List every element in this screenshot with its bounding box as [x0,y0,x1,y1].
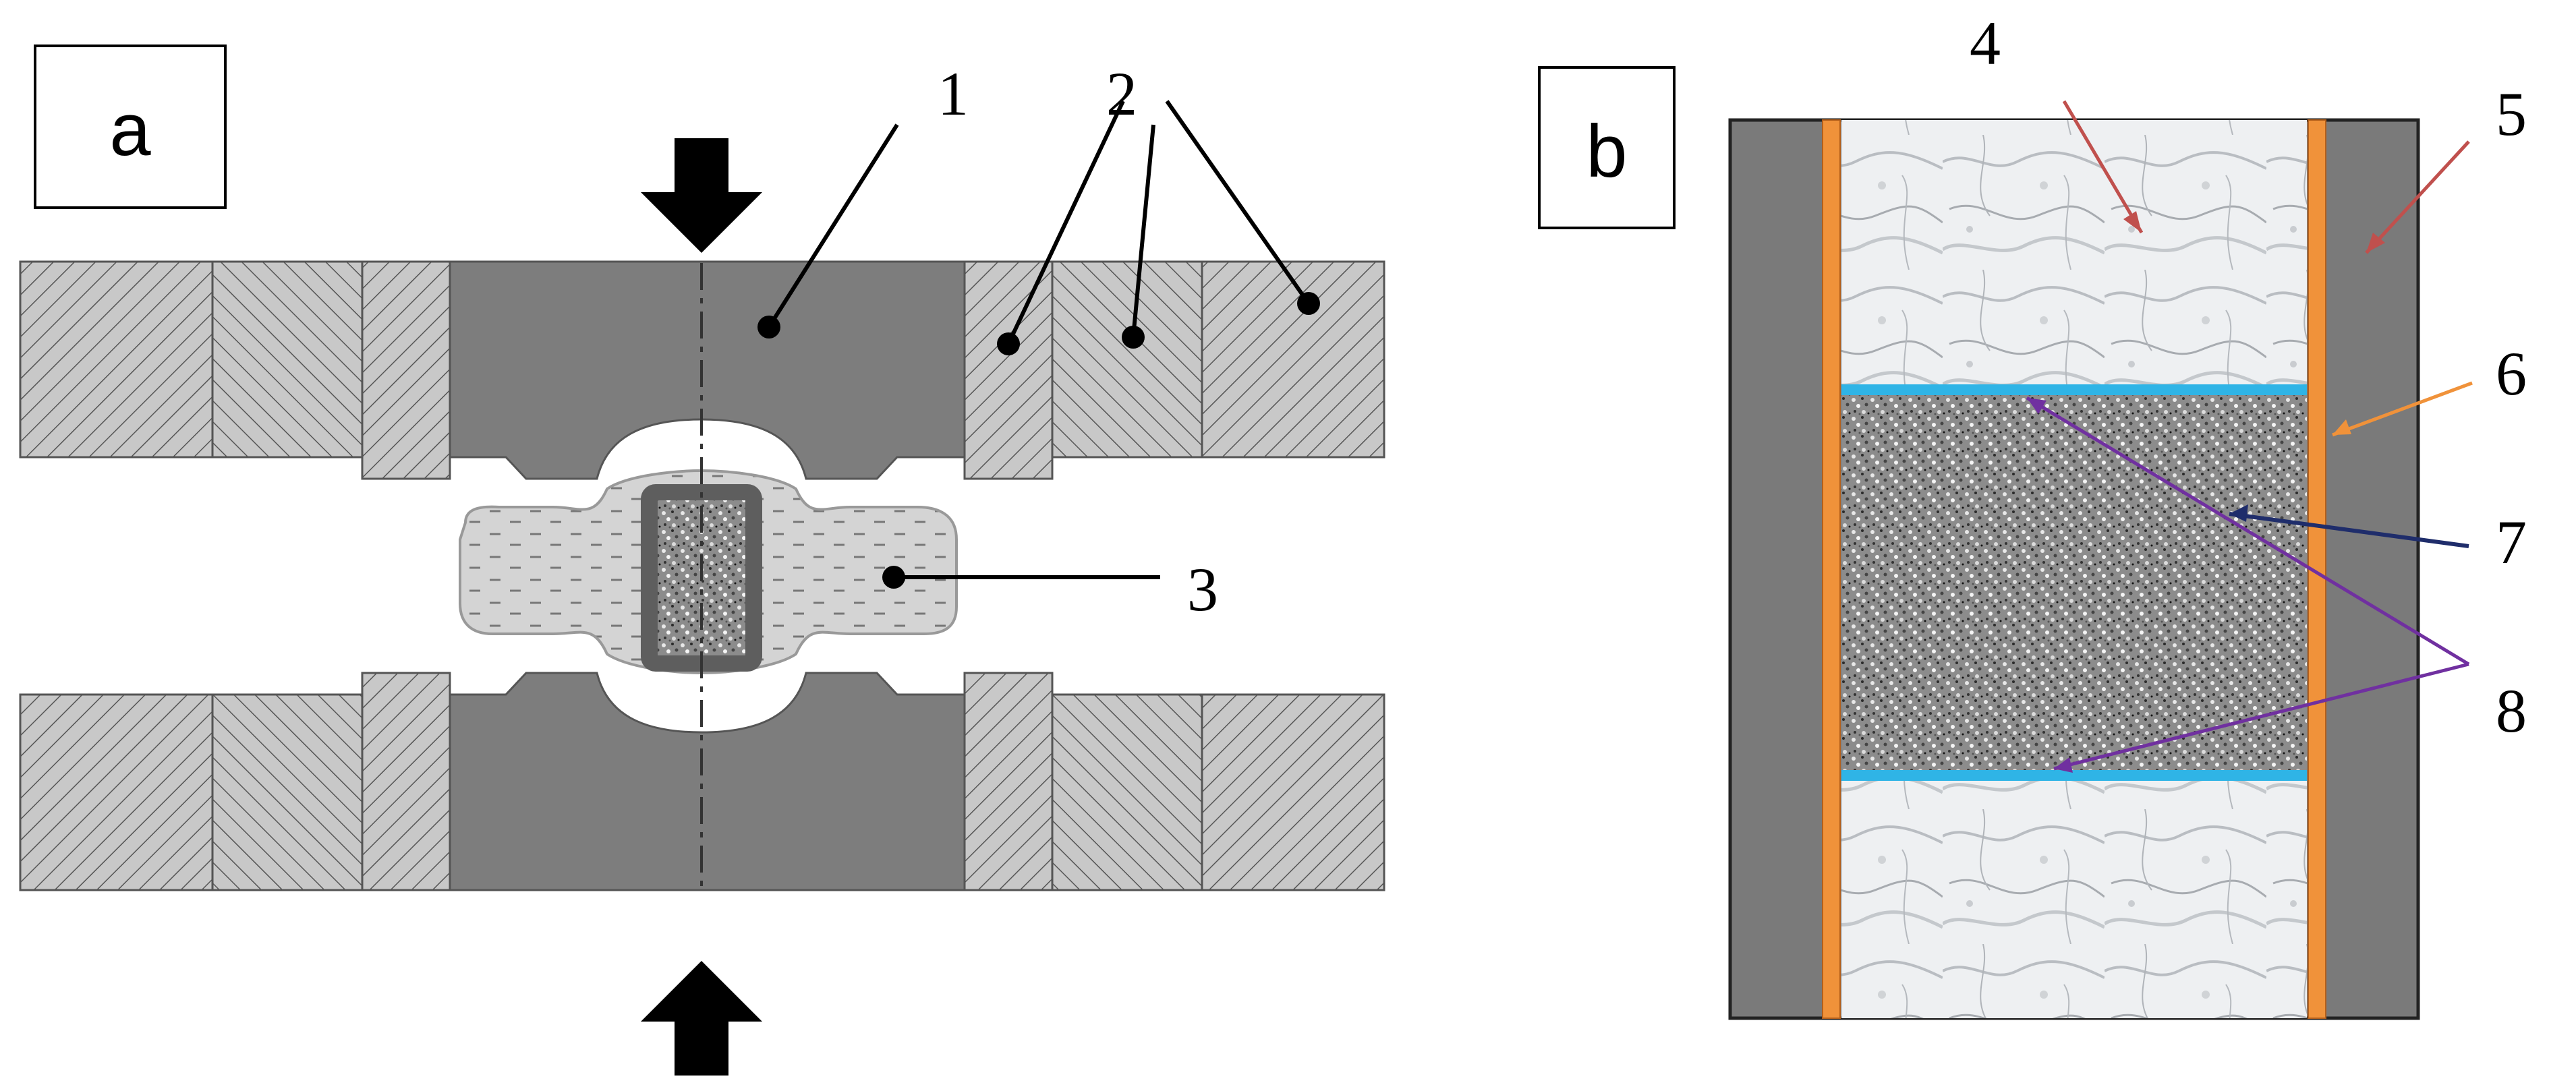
leader-5-arrowhead [2366,233,2385,253]
top-hatch-block-2 [211,260,364,459]
callout-8: 8 [2496,676,2527,745]
leader-8b [2053,662,2469,771]
top-anvil [449,260,966,480]
left-orange-sleeve [1822,119,1841,1019]
top-hatch-block-6 [1201,260,1385,459]
bottom-hatch-block-2 [211,693,364,891]
top-hatch-block-5 [1051,260,1203,459]
callout-1: 1 [938,59,969,128]
lower-cyan-layer [1841,770,2307,781]
leader-6-arrowhead [2332,419,2351,435]
top-hatch-block-4 [963,260,1054,480]
leader-1 [767,123,899,328]
leader-4 [2062,100,2144,234]
leader-2c-dot [1297,292,1320,315]
leader-2a [1006,100,1125,345]
leader-8a-arrowhead [2027,398,2047,414]
leader-5 [2365,140,2470,254]
bottom-hatch-block-4 [963,672,1054,891]
leader-4-arrowhead [2123,211,2142,233]
bottom-hatch-block-3 [361,672,451,891]
leader-2a-dot [997,332,1020,355]
bottom-hatch-block-6 [1201,693,1385,891]
top-hatch-block-1 [19,260,214,459]
callout-3: 3 [1187,555,1218,624]
leader-2b-dot [1122,326,1145,349]
leader-1-dot [757,316,780,339]
upper-piston [1841,120,2307,390]
upper-cyan-layer [1841,384,2307,395]
bottom-anvil [449,672,966,891]
leader-3-dot [882,566,905,589]
panel-b-label-box [1538,66,1676,229]
panel-a-label-box [34,45,227,209]
bottom-hatch-block-5 [1051,693,1203,891]
press-arrow-down-icon [641,138,762,253]
leader-2b [1131,124,1155,338]
callout-5: 5 [2496,80,2527,148]
lower-piston [1841,774,2307,1018]
panel-a: a [19,45,1385,1076]
sample-granular [1841,390,2307,774]
panel-a-label: a [109,88,151,171]
callout-7: 7 [2496,508,2527,577]
panel-b-label: b [1586,110,1627,193]
callout-6: 6 [2496,339,2527,408]
bottom-hatch-block-1 [19,693,214,891]
bottom-die-assembly [19,672,1385,891]
leader-8b-arrowhead [2054,757,2073,773]
callout-4: 4 [1970,9,2001,78]
leader-7-arrowhead [2229,504,2248,522]
callout-2: 2 [1106,59,1137,128]
leader-6 [2332,381,2473,437]
leader-7 [2229,512,2469,548]
leader-2c [1165,100,1311,305]
top-die-assembly [19,260,1385,480]
leader-8a [2026,396,2470,666]
panel-b: b 4 5 6 7 8 [1538,9,2527,1020]
press-arrow-up-icon [641,961,762,1076]
top-hatch-block-3 [361,260,451,480]
